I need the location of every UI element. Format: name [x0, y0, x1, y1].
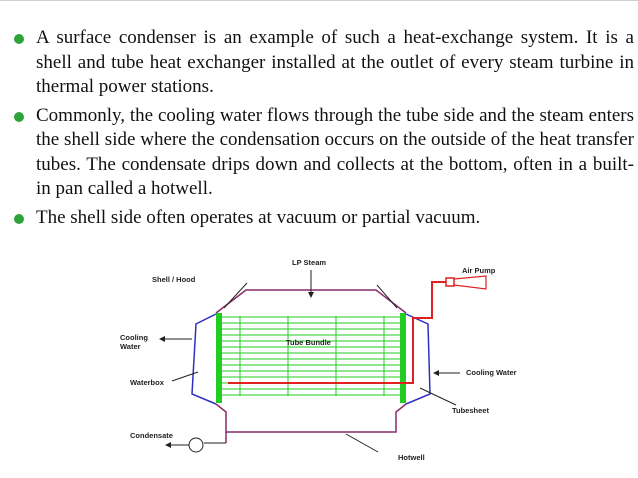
air-extraction-line — [228, 281, 446, 384]
label-cooling-water-out: Cooling Water — [466, 368, 517, 377]
label-tubesheet: Tubesheet — [452, 406, 489, 415]
waterbox-pointer — [171, 371, 199, 382]
air-pump-outlet — [453, 275, 487, 290]
bullet-list: A surface condenser is an example of suc… — [14, 26, 634, 234]
bullet-item: The shell side often operates at vacuum … — [14, 206, 634, 231]
hotwell-pointer — [345, 433, 379, 453]
bullet-item: Commonly, the cooling water flows throug… — [14, 104, 634, 202]
right-tubesheet — [400, 313, 406, 403]
label-condensate: Condensate — [130, 431, 173, 440]
label-waterbox: Waterbox — [130, 378, 164, 387]
shell-hood-pointer — [223, 282, 248, 309]
left-waterbox — [191, 313, 217, 405]
condensate-pump-icon — [188, 437, 204, 453]
label-tube-bundle: Tube Bundle — [286, 338, 331, 347]
label-hotwell: Hotwell — [398, 453, 425, 462]
label-shell-hood: Shell / Hood — [152, 275, 196, 284]
bullet-text: The shell side often operates at vacuum … — [36, 206, 481, 228]
label-air-pump: Air Pump — [462, 266, 496, 275]
shell-hood-pointer-right — [376, 284, 398, 309]
tubesheet-pointer — [419, 387, 457, 406]
label-cooling-water-in: Cooling Water — [120, 333, 148, 351]
bullet-text: A surface condenser is an example of suc… — [36, 27, 634, 97]
air-pump — [445, 277, 455, 287]
bullet-item: A surface condenser is an example of suc… — [14, 26, 634, 100]
bullet-dot-icon — [14, 34, 24, 44]
bullet-dot-icon — [14, 111, 24, 122]
condenser-shell — [215, 289, 407, 433]
left-tubesheet — [216, 313, 222, 403]
bullet-dot-icon — [14, 213, 24, 224]
label-lp-steam: LP Steam — [292, 258, 327, 267]
top-border — [0, 0, 638, 1]
bullet-text: Commonly, the cooling water flows throug… — [36, 104, 634, 200]
